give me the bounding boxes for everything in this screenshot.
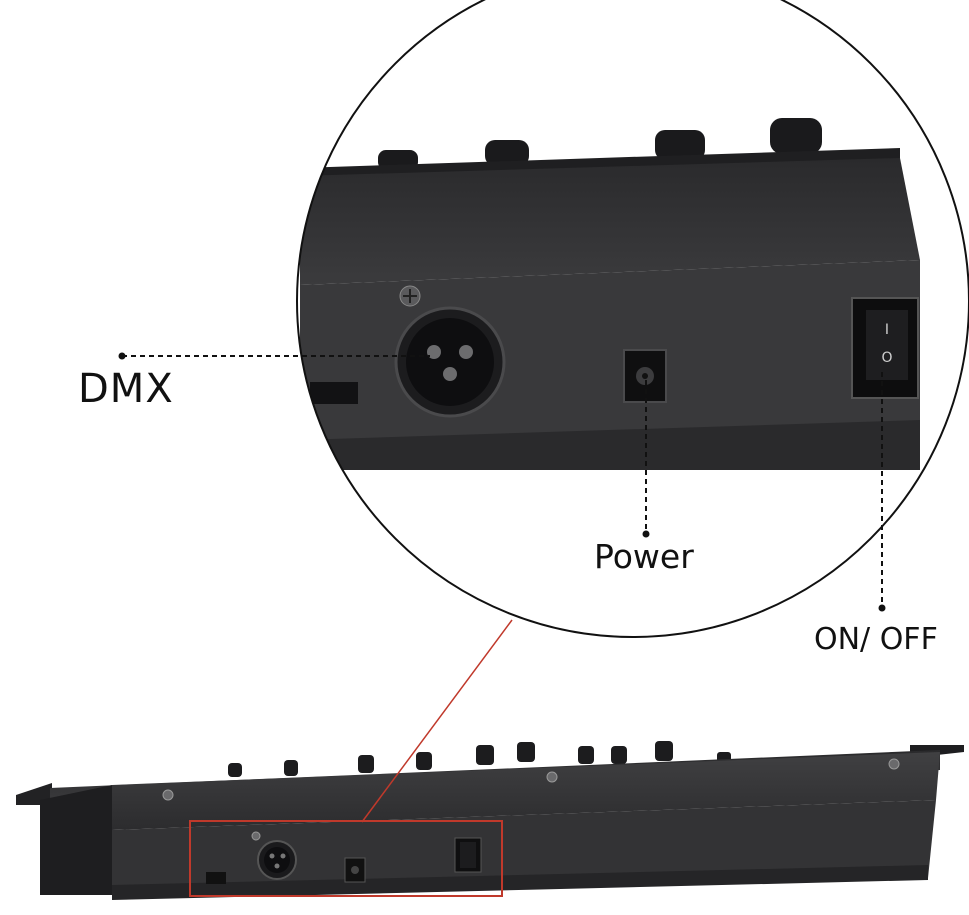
switch-off-mark: O [881, 350, 892, 366]
callout-power [642, 380, 650, 538]
dmx-console [16, 741, 964, 900]
console-faders [228, 741, 731, 777]
console-power-jack [344, 857, 366, 883]
lens-rocker-switch: I O [851, 297, 919, 399]
console-dmx-port [257, 840, 297, 880]
lens-slide-switch [310, 382, 358, 404]
highlight-box [189, 820, 503, 897]
console-screws [162, 758, 900, 841]
zoom-connector-line [361, 619, 513, 823]
on-off-label: ON/ OFF [814, 622, 938, 657]
callout-dmx [118, 352, 430, 360]
zoom-lens: I O [296, 0, 969, 638]
switch-on-mark: I [885, 322, 889, 338]
callout-on-off [878, 372, 886, 612]
lens-screw [399, 285, 421, 307]
lens-dmx-port [394, 306, 506, 418]
console-rocker-switch [454, 837, 482, 873]
power-label: Power [594, 537, 694, 576]
console-slide-switch [206, 872, 226, 884]
dmx-label: DMX [78, 366, 174, 412]
lens-power-jack [623, 349, 667, 403]
